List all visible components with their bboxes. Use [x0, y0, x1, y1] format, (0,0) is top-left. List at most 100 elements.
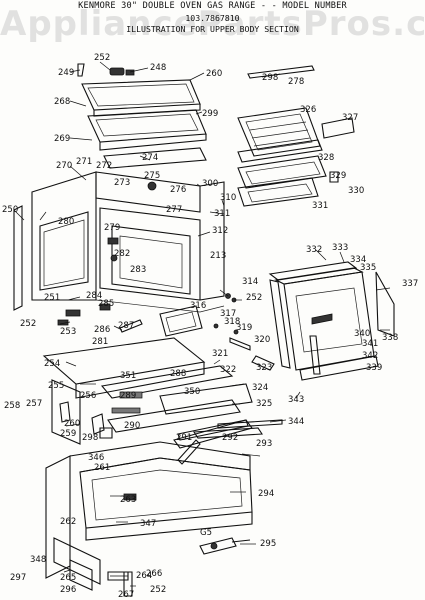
callout-label-27: 280 — [58, 217, 74, 227]
range-body — [13, 171, 225, 313]
callout-label-80: 293 — [256, 439, 272, 449]
callout-label-68: 256 — [80, 391, 96, 401]
callout-label-4: 298 — [262, 73, 278, 83]
callout-label-83: 262 — [60, 517, 76, 527]
callout-label-64: 255 — [48, 381, 64, 391]
callout-label-66: 324 — [252, 383, 268, 393]
callout-label-84: 263 — [120, 495, 136, 505]
callout-label-40: 284 — [86, 291, 102, 301]
callout-label-22: 310 — [220, 193, 236, 203]
callout-label-49: 286 — [94, 325, 110, 335]
callout-label-95: 297 — [10, 573, 26, 583]
callout-label-20: 273 — [114, 178, 130, 188]
callout-label-39: 251 — [44, 293, 60, 303]
callout-label-23: 331 — [312, 201, 328, 211]
callout-label-71: 257 — [26, 399, 42, 409]
oven-rack-assembly — [237, 65, 355, 207]
callout-label-26: 311 — [214, 209, 230, 219]
callout-label-24: 250 — [2, 205, 18, 215]
oven-cavity-lower — [42, 337, 253, 445]
leader-lines — [13, 61, 391, 587]
header-subtitle: ILLUSTRATION FOR UPPER BODY SECTION — [126, 24, 299, 34]
callout-label-74: 259 — [60, 429, 76, 439]
callout-label-35: 334 — [350, 255, 366, 265]
callout-label-30: 282 — [114, 249, 130, 259]
callout-label-11: 274 — [142, 153, 158, 163]
callout-label-75: 344 — [288, 417, 304, 427]
callout-label-38: 337 — [402, 279, 418, 289]
callout-label-47: 252 — [20, 319, 36, 329]
callout-label-94: 252 — [150, 585, 166, 595]
callout-label-29: 312 — [212, 226, 228, 236]
callout-label-82: 261 — [94, 463, 110, 473]
callout-label-10: 269 — [54, 134, 70, 144]
callout-label-59: 288 — [170, 369, 186, 379]
callout-label-12: 328 — [318, 153, 334, 163]
callout-label-43: 317 — [220, 309, 236, 319]
callout-label-41: 252 — [246, 293, 262, 303]
callout-label-42: 316 — [190, 301, 206, 311]
callout-label-53: 340 — [354, 329, 370, 339]
lower-body-section — [45, 441, 253, 597]
callout-label-52: 338 — [382, 333, 398, 343]
callout-label-0: 249 — [58, 68, 74, 78]
callout-label-73: 260 — [64, 419, 80, 429]
callout-label-92: 296 — [60, 585, 76, 595]
callout-label-79: 292 — [222, 433, 238, 443]
callout-label-44: 318 — [224, 317, 240, 327]
callout-label-69: 289 — [120, 391, 136, 401]
callout-label-76: 298 — [82, 433, 98, 443]
callout-label-33: 332 — [306, 245, 322, 255]
cooktop-assembly — [77, 63, 207, 169]
callout-label-36: 335 — [360, 263, 376, 273]
callout-label-25: 277 — [166, 205, 182, 215]
callout-label-89: 348 — [30, 555, 46, 565]
callout-label-55: 281 — [92, 337, 108, 347]
callout-label-45: 285 — [98, 299, 114, 309]
diagram-header: KENMORE 30" DOUBLE OVEN GAS RANGE - - MO… — [0, 0, 425, 46]
callout-label-72: 325 — [256, 399, 272, 409]
callout-label-57: 254 — [44, 359, 60, 369]
callout-label-34: 333 — [332, 243, 348, 253]
callout-label-2: 248 — [150, 63, 166, 73]
callout-label-6: 268 — [54, 97, 70, 107]
callout-label-62: 339 — [366, 363, 382, 373]
callout-label-77: 290 — [124, 421, 140, 431]
callout-label-56: 321 — [212, 349, 228, 359]
callout-label-32: 213 — [210, 251, 226, 261]
callout-label-1: 252 — [94, 53, 110, 63]
callout-label-78: 291 — [176, 433, 192, 443]
callout-label-85: 294 — [258, 489, 274, 499]
callout-label-70: 258 — [4, 401, 20, 411]
callout-label-31: 283 — [130, 265, 146, 275]
callout-label-51: 320 — [254, 335, 270, 345]
callout-label-17: 300 — [202, 179, 218, 189]
callout-label-8: 326 — [300, 105, 316, 115]
callout-label-54: 341 — [362, 339, 378, 349]
figure-code: G5 — [200, 528, 212, 538]
header-model-number: 103.7867810 — [185, 13, 240, 23]
callout-label-81: 346 — [88, 453, 104, 463]
callout-label-93: 267 — [118, 590, 134, 600]
callout-label-37: 314 — [242, 277, 258, 287]
callout-label-9: 327 — [342, 113, 358, 123]
callout-label-7: 299 — [202, 109, 218, 119]
callout-label-65: 350 — [184, 387, 200, 397]
callout-label-14: 271 — [76, 157, 92, 167]
callout-label-48: 253 — [60, 327, 76, 337]
callout-label-86: 347 — [140, 519, 156, 529]
callout-label-90: 265 — [60, 573, 76, 583]
callout-label-21: 276 — [170, 185, 186, 195]
callout-label-63: 323 — [256, 363, 272, 373]
callout-label-18: 329 — [330, 171, 346, 181]
callout-label-13: 270 — [56, 161, 72, 171]
callout-label-50: 287 — [118, 321, 134, 331]
callout-label-46: 319 — [236, 323, 252, 333]
callout-label-58: 351 — [120, 371, 136, 381]
oven-door-assembly — [268, 261, 395, 381]
callout-label-61: 342 — [362, 351, 378, 361]
